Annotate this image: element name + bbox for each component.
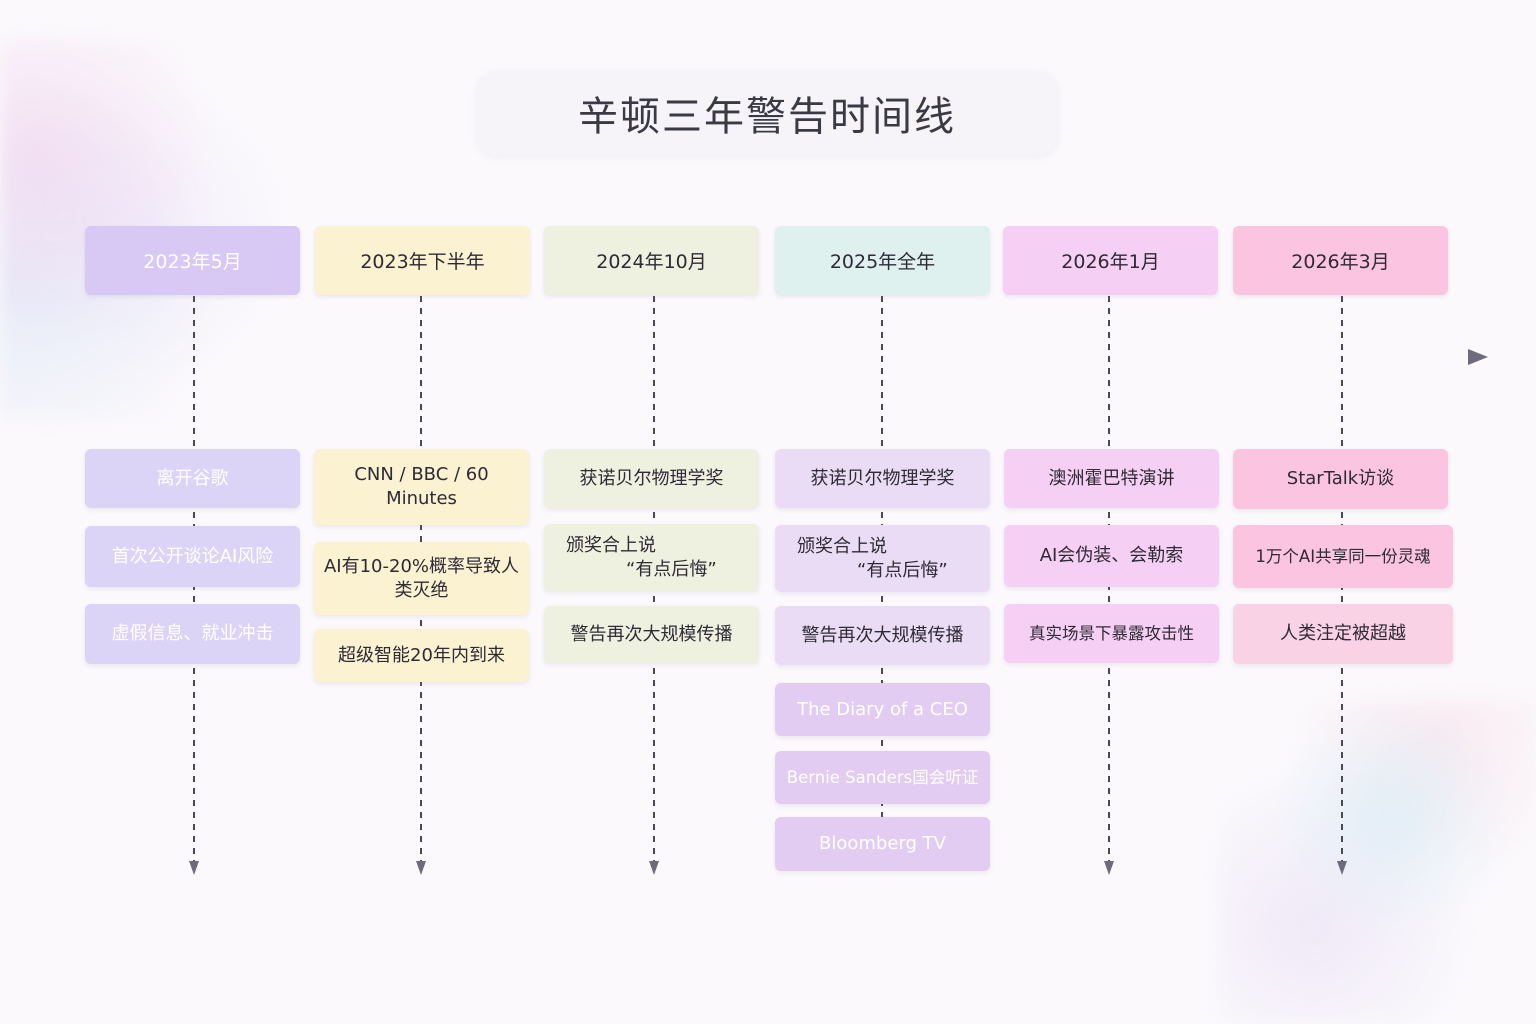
event-box: 虚假信息、就业冲击 <box>85 604 300 664</box>
connector-arrow-icon <box>416 861 426 875</box>
event-box: 颁奖合上说 “有点后悔” <box>544 524 759 591</box>
event-box: 颁奖合上说 “有点后悔” <box>775 525 990 592</box>
event-box: The Diary of a CEO <box>775 683 990 736</box>
event-box: AI有10-20%概率导致人类灭绝 <box>314 542 529 615</box>
connector-3 <box>649 296 659 875</box>
event-box: 1万个AI共享同一份灵魂 <box>1233 525 1453 588</box>
event-box: 获诺贝尔物理学奖 <box>544 449 759 508</box>
event-box: 首次公开谈论AI风险 <box>85 526 300 587</box>
event-line-1: 颁奖合上说 <box>797 536 887 557</box>
connector-arrow-icon <box>1104 861 1114 875</box>
date-box: 2024年10月 <box>544 226 759 295</box>
connector-arrow-icon <box>189 861 199 875</box>
event-box: 获诺贝尔物理学奖 <box>775 449 990 508</box>
connector-1 <box>189 296 199 875</box>
event-box: Bernie Sanders国会听证 <box>775 751 990 804</box>
connector-arrow-icon <box>1337 861 1347 875</box>
event-line-2: “有点后悔” <box>857 560 948 581</box>
connector-arrow-icon <box>649 861 659 875</box>
date-box: 2023年下半年 <box>315 226 530 295</box>
event-box: 警告再次大规模传播 <box>544 606 759 663</box>
event-box: AI会伪装、会勒索 <box>1004 525 1219 587</box>
event-box: CNN / BBC / 60 Minutes <box>314 449 529 525</box>
event-line-1: 颁奖合上说 <box>566 535 656 556</box>
event-box: 警告再次大规模传播 <box>775 606 990 665</box>
title-banner: 辛顿三年警告时间线 <box>477 71 1057 155</box>
event-box: Bloomberg TV <box>775 817 990 871</box>
connector-5 <box>1104 296 1114 875</box>
date-box: 2025年全年 <box>775 226 990 295</box>
date-box: 2026年1月 <box>1003 226 1218 295</box>
event-box: 人类注定被超越 <box>1233 604 1453 664</box>
page-title: 辛顿三年警告时间线 <box>578 94 956 140</box>
event-box: 超级智能20年内到来 <box>314 629 529 682</box>
timeline-axis-arrowhead <box>1468 349 1488 365</box>
connector-2 <box>416 296 426 875</box>
event-box: 离开谷歌 <box>85 449 300 508</box>
date-box: 2023年5月 <box>85 226 300 295</box>
event-box: 澳洲霍巴特演讲 <box>1004 449 1219 508</box>
event-box: StarTalk访谈 <box>1233 449 1448 509</box>
date-box: 2026年3月 <box>1233 226 1448 295</box>
connector-6 <box>1337 296 1347 875</box>
event-line-2: “有点后悔” <box>626 559 717 580</box>
background-bokeh-bottom-right <box>1220 700 1536 1024</box>
event-box: 真实场景下暴露攻击性 <box>1004 604 1219 663</box>
